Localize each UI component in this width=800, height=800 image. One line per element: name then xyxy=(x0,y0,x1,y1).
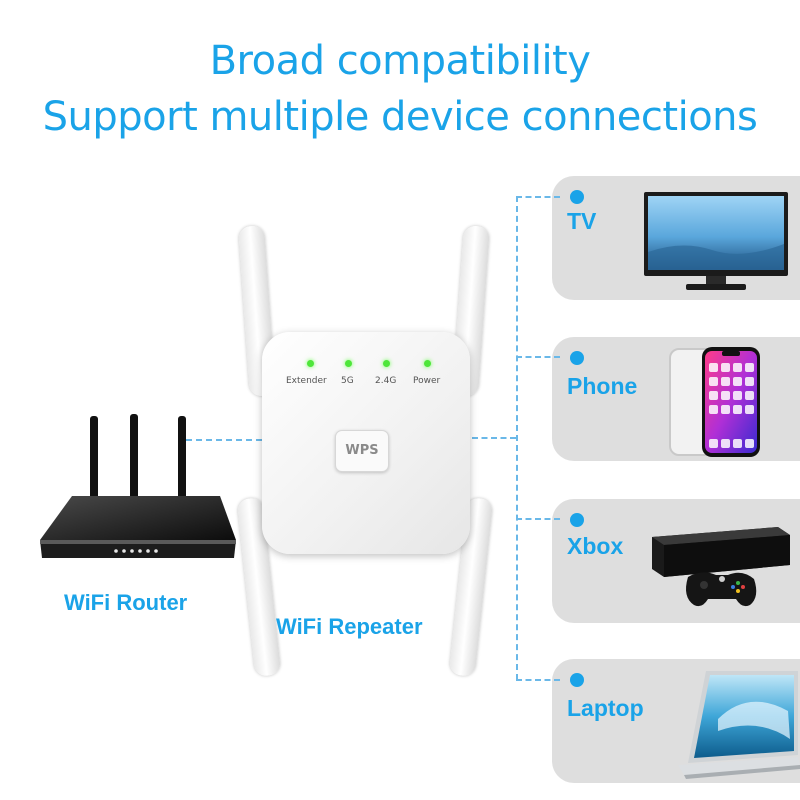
device-label-tv: TV xyxy=(567,208,597,234)
connector-dot xyxy=(570,673,584,687)
device-label-phone: Phone xyxy=(567,373,638,399)
xbox-console-icon xyxy=(652,527,790,607)
connector-dot xyxy=(570,351,584,365)
smartphone-icon xyxy=(669,347,760,457)
connector-line-repeater-out xyxy=(472,437,516,439)
wifi-repeater-device: Extender 5G 2.4G Power WPS xyxy=(262,332,470,554)
device-card-laptop: Laptop xyxy=(552,659,800,783)
connector-line-laptop xyxy=(516,679,560,681)
led-5g xyxy=(345,360,352,367)
tv-icon xyxy=(644,192,788,290)
device-label-xbox: Xbox xyxy=(567,533,624,559)
connector-bus-line xyxy=(516,196,518,680)
connector-dot xyxy=(570,190,584,204)
connector-line-router-in xyxy=(186,439,262,441)
wps-button[interactable]: WPS xyxy=(335,430,389,472)
connector-line-phone xyxy=(516,356,560,358)
router-caption: WiFi Router xyxy=(64,590,188,615)
connector-line-xbox xyxy=(516,518,560,520)
device-label-laptop: Laptop xyxy=(567,695,644,721)
device-card-tv: TV xyxy=(552,176,800,300)
indicator-label-5g: 5G xyxy=(341,376,354,386)
headline-line-1: Broad compatibility xyxy=(209,38,591,84)
indicator-label-2-4g: 2.4G xyxy=(375,376,397,386)
led-2-4g xyxy=(383,360,390,367)
device-card-xbox: Xbox xyxy=(552,499,800,623)
led-power xyxy=(424,360,431,367)
led-extender xyxy=(307,360,314,367)
indicator-label-extender: Extender xyxy=(286,376,327,386)
indicator-label-power: Power xyxy=(413,376,441,386)
device-card-phone: Phone xyxy=(552,337,800,461)
headline-line-2: Support multiple device connections xyxy=(42,94,758,140)
repeater-caption: WiFi Repeater xyxy=(276,614,423,639)
connector-line-tv xyxy=(516,196,560,198)
connector-dot xyxy=(570,513,584,527)
laptop-icon xyxy=(678,671,800,779)
wifi-router-icon xyxy=(40,414,236,558)
